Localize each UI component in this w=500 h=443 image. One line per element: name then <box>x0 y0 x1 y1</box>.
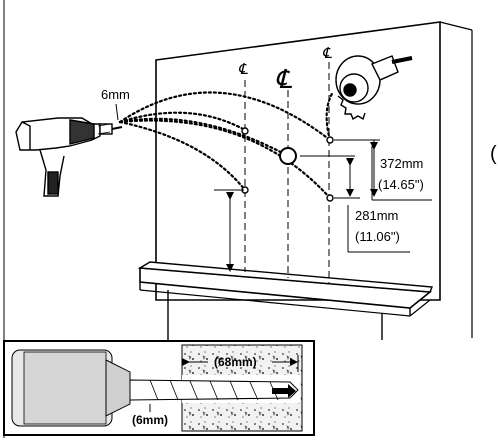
centerline-symbol-right: ℄ <box>322 45 332 62</box>
drill-bit-leader <box>115 103 119 121</box>
inset-detail <box>3 340 315 436</box>
inset-depth-label: (68mm) <box>214 355 257 369</box>
height-arrows <box>214 189 244 272</box>
drill-trajectory-arcs <box>118 90 335 200</box>
dim-upper-imperial: (14.65") <box>378 177 424 192</box>
centerline-symbol-left: ℄ <box>238 61 248 78</box>
dimension-lines <box>300 139 432 253</box>
inset-bit-label: (6mm) <box>132 413 168 427</box>
mantel-shelf <box>137 261 433 340</box>
hole-saw-icon <box>335 55 413 121</box>
dim-lower-metric: 281mm <box>355 208 398 223</box>
centerline-symbol-center: ℄ <box>275 64 293 94</box>
dim-upper-metric: 372mm <box>380 156 423 171</box>
cable-hole <box>279 147 297 165</box>
drill-bit-label: 6mm <box>101 87 130 102</box>
dim-lower-imperial: (11.06") <box>355 229 400 244</box>
drill-icon <box>15 117 123 197</box>
edge-mark: ( <box>490 143 497 165</box>
